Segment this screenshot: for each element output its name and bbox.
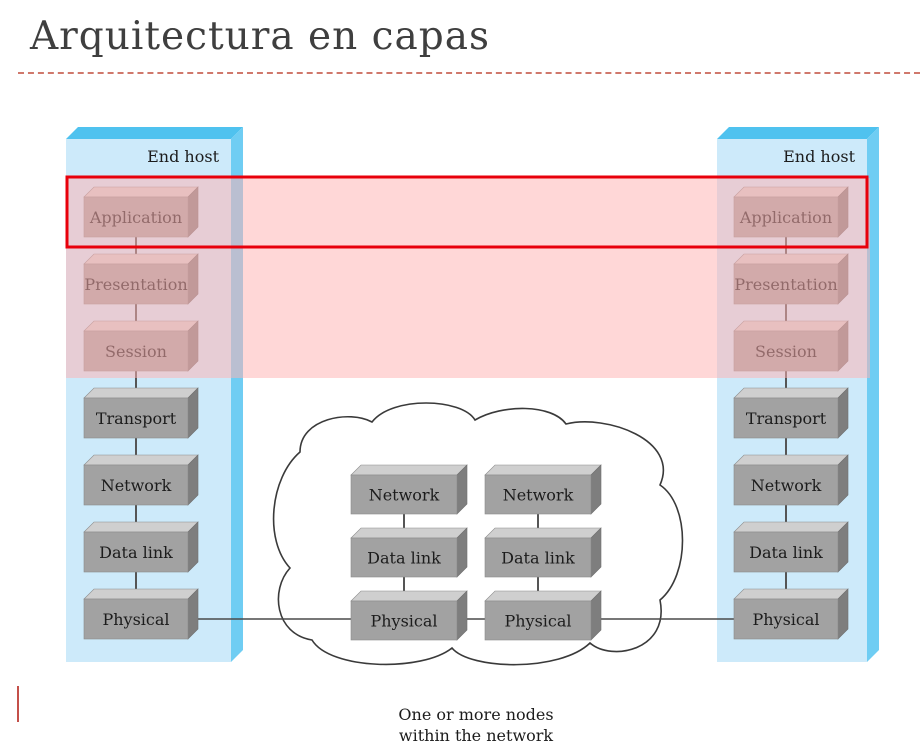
left-host-layer-transport xyxy=(83,387,199,439)
right-host-layer-data-link-label: Data link xyxy=(749,543,823,562)
left-margin-mark xyxy=(17,686,19,722)
application-layer-highlight-box xyxy=(65,175,869,249)
left-host-layer-data-link-label: Data link xyxy=(99,543,173,562)
left-host-layer-transport-label: Transport xyxy=(96,409,177,428)
left-host-layer-network-label: Network xyxy=(101,476,172,495)
right-host-layer-data-link xyxy=(733,521,849,573)
node-1-layer-network-label: Network xyxy=(369,486,440,505)
right-host-layer-network-label: Network xyxy=(751,476,822,495)
right-end-host-title: End host xyxy=(783,147,855,166)
network-cloud xyxy=(272,402,684,666)
title-divider xyxy=(18,72,920,74)
upper-layers-highlight xyxy=(66,178,870,378)
left-end-host-title: End host xyxy=(147,147,219,166)
left-host-layer-data-link xyxy=(83,521,199,573)
node-2-layer-data-link-label: Data link xyxy=(501,549,575,568)
node-1-layer-network xyxy=(350,464,468,515)
node-2-layer-network xyxy=(484,464,602,515)
right-host-layer-physical-label: Physical xyxy=(752,610,819,629)
node-2-layer-data-link xyxy=(484,527,602,578)
node-1-layer-data-link-label: Data link xyxy=(367,549,441,568)
node-1-layer-physical-label: Physical xyxy=(370,612,437,631)
cloud-caption-line-2: within the network xyxy=(399,726,554,745)
slide-title: Arquitectura en capas xyxy=(30,14,490,59)
right-host-layer-transport-label: Transport xyxy=(746,409,827,428)
right-host-layer-network xyxy=(733,454,849,506)
node-2-layer-physical xyxy=(484,590,602,641)
right-host-layer-physical xyxy=(733,588,849,640)
node-1-layer-physical xyxy=(350,590,468,641)
right-host-layer-transport xyxy=(733,387,849,439)
left-host-layer-physical xyxy=(83,588,199,640)
cloud-caption-line-1: One or more nodes xyxy=(398,705,553,724)
left-host-layer-physical-label: Physical xyxy=(102,610,169,629)
node-2-layer-physical-label: Physical xyxy=(504,612,571,631)
node-1-layer-data-link xyxy=(350,527,468,578)
left-host-layer-network xyxy=(83,454,199,506)
node-2-layer-network-label: Network xyxy=(503,486,574,505)
